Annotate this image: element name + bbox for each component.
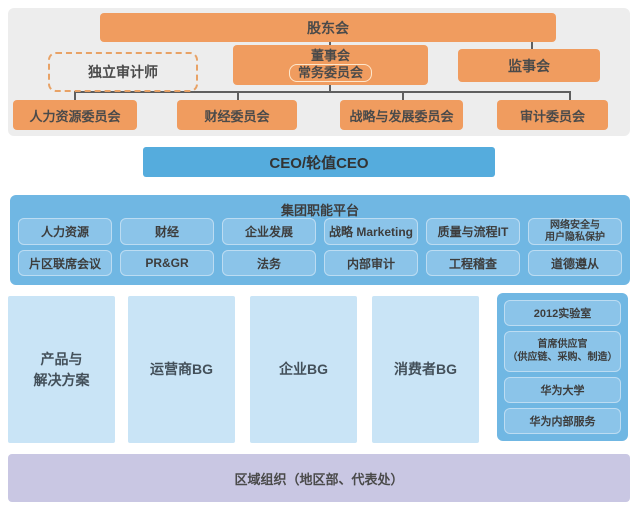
bg-enterprise-box: 企业BG: [250, 296, 357, 443]
ceo-box: CEO/轮值CEO: [143, 147, 495, 177]
function-internal-audit-box: 内部审计: [324, 250, 418, 276]
bg-consumer-box: 消费者BG: [372, 296, 479, 443]
function-finance-box: 财经: [120, 218, 214, 245]
functions-platform-title: 集团职能平台: [280, 203, 359, 218]
function-cybersecurity-privacy-box: 网络安全与 用户隐私保护: [528, 218, 622, 245]
group-functions-platform: 集团职能平台 人力资源 财经 企业发展 战略 Marketing 质量与流程IT…: [10, 195, 630, 285]
shareholders-meeting-box: 股东会: [100, 13, 556, 42]
function-engineering-inspection-box: 工程稽查: [426, 250, 520, 276]
connector-drop-hr: [74, 91, 76, 101]
unit-chief-supply-officer-box: 首席供应官 （供应链、采购、制造）: [504, 331, 621, 372]
function-strategy-marketing-box: 战略 Marketing: [324, 218, 418, 245]
connector-drop-finance: [237, 91, 239, 101]
connector-shareholders-board: [329, 41, 331, 46]
function-hr-box: 人力资源: [18, 218, 112, 245]
supervisory-board-box: 监事会: [458, 49, 600, 82]
board-label: 董事会: [310, 47, 350, 63]
standing-committee-label: 常务委员会: [288, 64, 372, 83]
regional-organizations-box: 区域组织（地区部、代表处）: [8, 454, 630, 502]
connector-shareholders-supervisory: [531, 41, 533, 50]
independent-auditor-box: 独立审计师: [48, 52, 198, 92]
unit-2012-labs-box: 2012实验室: [504, 300, 621, 327]
function-legal-box: 法务: [222, 250, 316, 276]
bg-products-solutions-box: 产品与 解决方案: [8, 296, 115, 443]
committee-audit-box: 审计委员会: [497, 100, 608, 130]
board-of-directors-box: 董事会 常务委员会: [233, 45, 428, 85]
committee-finance-box: 财经委员会: [177, 100, 297, 130]
functions-row-2: 片区联席会议 PR&GR 法务 内部审计 工程稽查 道德遵从: [18, 250, 622, 276]
connector-committees-horizontal: [74, 91, 571, 93]
function-ethics-compliance-box: 道德遵从: [528, 250, 622, 276]
connector-drop-strategy: [402, 91, 404, 101]
unit-internal-services-box: 华为内部服务: [504, 407, 621, 434]
function-corp-development-box: 企业发展: [222, 218, 316, 245]
connector-board-down: [329, 84, 331, 92]
unit-huawei-university-box: 华为大学: [504, 376, 621, 403]
support-units-panel: 2012实验室 首席供应官 （供应链、采购、制造） 华为大学 华为内部服务: [497, 293, 628, 441]
committee-hr-box: 人力资源委员会: [13, 100, 137, 130]
committee-strategy-development-box: 战略与发展委员会: [340, 100, 463, 130]
bg-carrier-box: 运营商BG: [128, 296, 235, 443]
governance-panel: 股东会 独立审计师 董事会 常务委员会 监事会 人力资源委员会 财经委员会 战略…: [8, 8, 630, 136]
function-quality-process-it-box: 质量与流程IT: [426, 218, 520, 245]
functions-row-1: 人力资源 财经 企业发展 战略 Marketing 质量与流程IT 网络安全与 …: [18, 218, 622, 245]
function-regional-joint-meeting-box: 片区联席会议: [18, 250, 112, 276]
connector-drop-audit: [569, 91, 571, 101]
function-pr-gr-box: PR&GR: [120, 250, 214, 276]
